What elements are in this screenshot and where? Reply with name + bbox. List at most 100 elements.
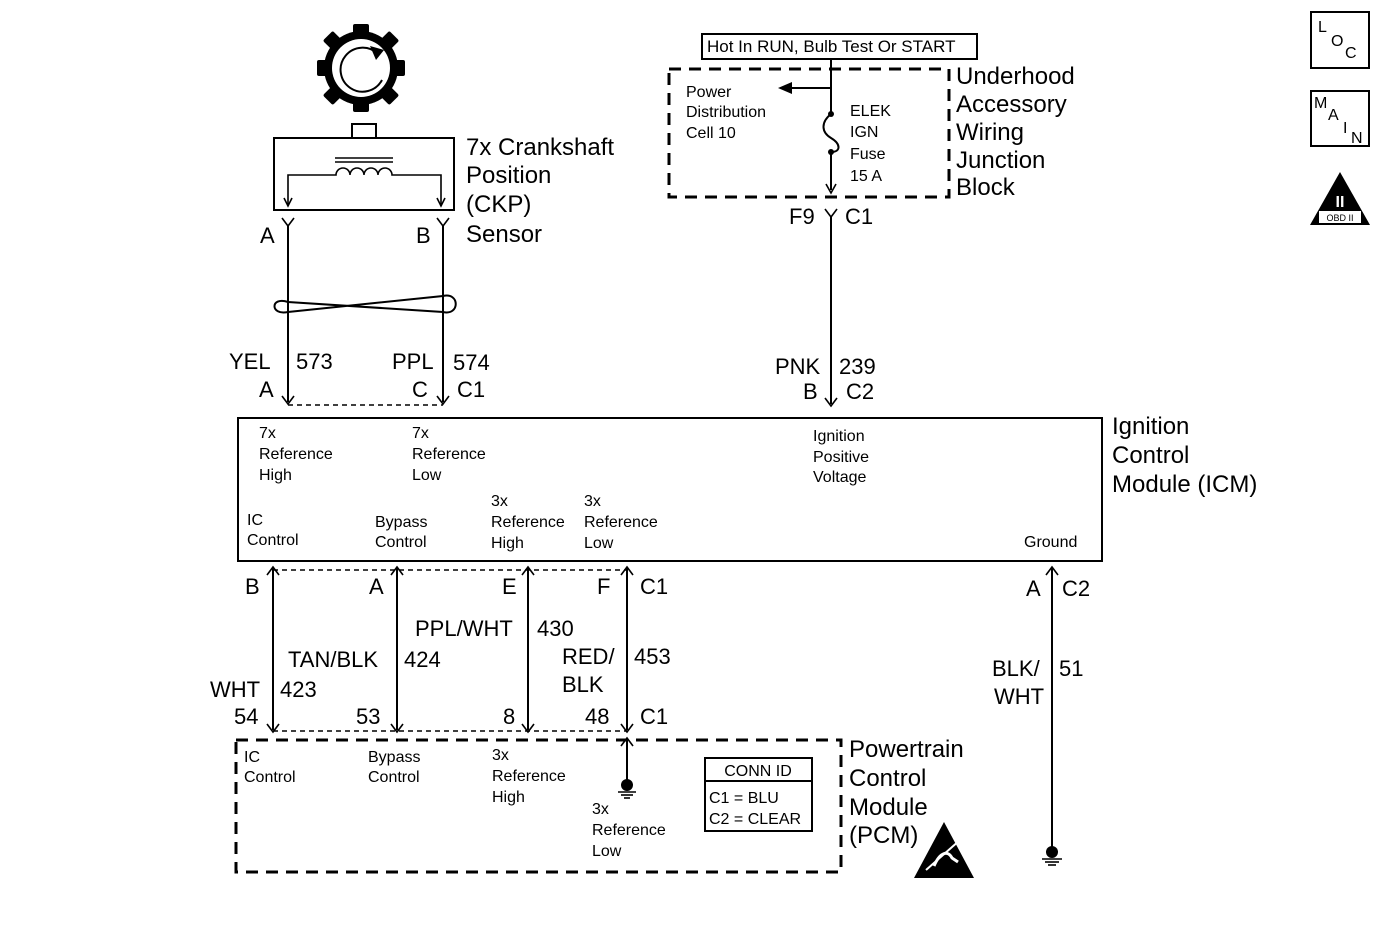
wire-color-blkwht: BLK/ (992, 656, 1041, 681)
sensor-mount (351, 123, 377, 139)
connector-icon (436, 217, 450, 228)
icm-pin-b: B (803, 379, 818, 404)
svg-text:Voltage: Voltage (813, 469, 866, 486)
icm-3x-ref-high: 3x Reference High (491, 493, 565, 552)
conn-id-box: CONN ID C1 = BLU C2 = CLEAR (704, 757, 813, 832)
icm-7x-ref-low: 7x Reference Low (412, 425, 486, 484)
wire-num-423: 423 (280, 677, 317, 702)
wire-color-yel: YEL (229, 349, 271, 374)
connector-icon (390, 565, 404, 576)
pcm-pin-54: 54 (234, 704, 258, 729)
pcm-pin-48: 48 (585, 704, 609, 729)
wire-color-pplwht: PPL/WHT (415, 616, 513, 641)
svg-text:3x: 3x (592, 801, 609, 818)
svg-text:IC: IC (244, 749, 260, 766)
svg-text:Cell 10: Cell 10 (686, 125, 736, 142)
fuse-label: ELEK IGN Fuse 15 A (850, 103, 891, 185)
pcm-bypass: Bypass Control (368, 749, 420, 786)
main-badge[interactable]: M A I N (1310, 90, 1370, 147)
svg-text:Control: Control (375, 534, 427, 551)
svg-text:Ignition: Ignition (813, 428, 865, 445)
svg-text:3x: 3x (492, 747, 509, 764)
power-label-box (701, 33, 978, 60)
svg-text:Bypass: Bypass (375, 514, 427, 531)
icm-pin-a-gnd: A (1026, 576, 1041, 601)
svg-text:Fuse: Fuse (850, 146, 886, 163)
svg-text:(CKP): (CKP) (466, 191, 531, 218)
svg-text:Reference: Reference (412, 446, 486, 463)
ckp-pin-b: B (416, 223, 431, 248)
conn-id-c1: C1 = BLU (709, 790, 779, 807)
svg-text:Bypass: Bypass (368, 749, 420, 766)
svg-text:Distribution: Distribution (686, 104, 766, 121)
wire-num-424: 424 (404, 647, 441, 672)
wire-color-redblk: RED/ (562, 644, 615, 669)
pcm-pin-8: 8 (503, 704, 515, 729)
svg-text:Module (ICM): Module (ICM) (1112, 471, 1257, 498)
loc-letter-l: L (1318, 19, 1327, 36)
ckp-label: 7x Crankshaft Position (CKP) Sensor (466, 134, 614, 248)
power-label: Hot In RUN, Bulb Test Or START (707, 37, 955, 56)
connector-icon (281, 217, 295, 228)
fuse-block-outline (667, 67, 951, 199)
icm-box[interactable] (237, 417, 1103, 562)
icm-7x-ref-high: 7x Reference High (259, 425, 333, 484)
loc-badge[interactable]: L O C (1310, 11, 1370, 69)
coil-icon (283, 157, 446, 208)
main-letter-i: I (1343, 120, 1347, 137)
ckp-sensor-body[interactable] (273, 137, 455, 211)
pcm-conn-c1: C1 (640, 704, 668, 729)
fuse-pin-f9: F9 (789, 204, 815, 229)
svg-text:Reference: Reference (592, 822, 666, 839)
main-letter-n: N (1351, 130, 1363, 147)
svg-text:Positive: Positive (813, 449, 869, 466)
svg-text:Accessory: Accessory (956, 91, 1067, 118)
icm-pin-b-bottom: B (245, 574, 260, 599)
pdc-label: Power Distribution Cell 10 (686, 84, 766, 142)
icm-label: Ignition Control Module (ICM) (1112, 413, 1257, 498)
svg-text:Power: Power (686, 84, 732, 101)
connector-icon (620, 565, 634, 576)
icm-bypass: Bypass Control (375, 514, 427, 551)
conn-id-c2: C2 = CLEAR (709, 811, 801, 828)
pcm-3x-ref-low: 3x Reference Low (592, 801, 666, 860)
pcm-label: Powertrain Control Module (PCM) (849, 736, 964, 849)
pcm-outline[interactable] (234, 738, 843, 874)
icm-conn-c1-bottom: C1 (640, 574, 668, 599)
pcm-pin-53: 53 (356, 704, 380, 729)
svg-text:3x: 3x (584, 493, 601, 510)
obd-roman: II (1336, 194, 1345, 211)
svg-text:Powertrain: Powertrain (849, 736, 964, 763)
svg-text:Module: Module (849, 794, 928, 821)
pcm-ic-control: IC Control (244, 749, 296, 786)
connector-icon (390, 723, 404, 734)
svg-text:IC: IC (247, 512, 263, 529)
icm-pin-f: F (597, 574, 610, 599)
svg-text:Control: Control (849, 765, 926, 792)
connector-icon (281, 395, 295, 406)
fuse-icon[interactable] (822, 113, 840, 153)
svg-text:Control: Control (244, 769, 296, 786)
svg-text:ELEK: ELEK (850, 103, 891, 120)
connector-icon (521, 723, 535, 734)
pcm-internal-ground-icon (618, 736, 636, 799)
arrow-down-icon (825, 183, 837, 195)
svg-text:High: High (491, 535, 524, 552)
svg-text:7x: 7x (412, 425, 429, 442)
wire-num-453: 453 (634, 644, 671, 669)
conn-id-title: CONN ID (724, 763, 792, 780)
icm-ign-pos: Ignition Positive Voltage (813, 428, 869, 486)
svg-text:7x: 7x (259, 425, 276, 442)
pcm-3x-ref-high: 3x Reference High (492, 747, 566, 806)
svg-text:Low: Low (592, 843, 622, 860)
svg-text:Reference: Reference (259, 446, 333, 463)
svg-text:15 A: 15 A (850, 168, 882, 185)
wire-color-pnk: PNK (775, 354, 821, 379)
svg-text:(PCM): (PCM) (849, 822, 918, 849)
obd-ii-icon: OBD II II (1310, 172, 1370, 225)
fuse-block-label: Underhood Accessory Wiring Junction Bloc… (956, 63, 1075, 201)
wire-num-574: 574 (453, 350, 490, 375)
fuse-conn-c1: C1 (845, 204, 873, 229)
connector-icon (266, 565, 280, 576)
